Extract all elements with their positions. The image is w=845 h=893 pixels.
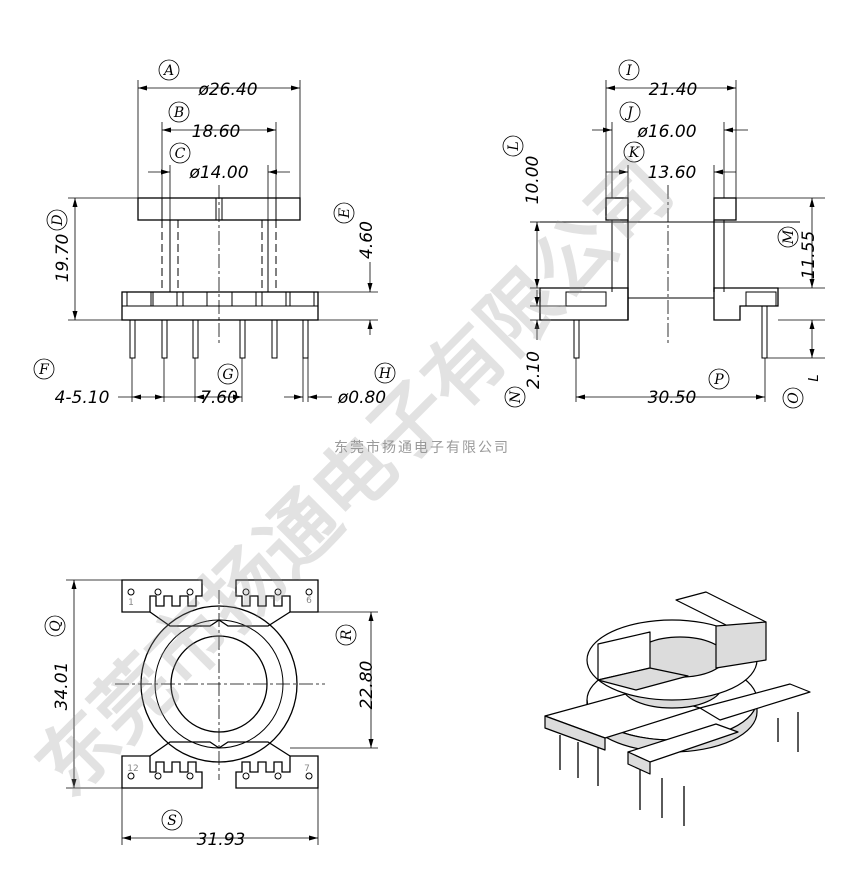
letter-a: A bbox=[162, 63, 174, 79]
dim-s: 31.93 bbox=[197, 830, 246, 850]
isometric-view bbox=[544, 591, 811, 826]
letter-d: D bbox=[50, 214, 66, 226]
dim-c: ø14.00 bbox=[188, 163, 248, 183]
dim-n: 2.10 bbox=[524, 351, 544, 389]
pin-label-6: 6 bbox=[306, 596, 312, 606]
pin-label-7: 7 bbox=[304, 764, 310, 774]
front-view: A ø26.40 B 18.60 C ø14.00 D 19.70 bbox=[33, 59, 396, 408]
letter-r: R bbox=[339, 629, 355, 641]
letter-l: L bbox=[506, 141, 522, 151]
letter-c: C bbox=[175, 146, 186, 162]
letter-b: B bbox=[173, 105, 184, 121]
dim-o: L bbox=[807, 374, 822, 381]
letter-s: S bbox=[167, 813, 177, 829]
letter-f: F bbox=[38, 362, 50, 378]
dim-p: 30.50 bbox=[648, 388, 697, 408]
letter-h: H bbox=[378, 366, 392, 382]
letter-o: O bbox=[786, 392, 802, 404]
letter-k: K bbox=[628, 145, 641, 161]
dim-j: ø16.00 bbox=[636, 122, 696, 142]
letter-p: P bbox=[713, 372, 724, 388]
dim-d: 19.70 bbox=[53, 234, 73, 283]
dim-i: 21.40 bbox=[649, 80, 698, 100]
pin-label-12: 12 bbox=[127, 764, 138, 774]
dim-e: 4.60 bbox=[357, 221, 377, 259]
dim-b: 18.60 bbox=[192, 122, 241, 142]
dim-h: ø0.80 bbox=[337, 388, 386, 408]
dim-q: 34.01 bbox=[52, 662, 72, 711]
letter-e: E bbox=[337, 208, 353, 219]
letter-i: I bbox=[625, 63, 632, 79]
letter-j: J bbox=[624, 105, 634, 121]
dim-m: 11.55 bbox=[799, 231, 819, 280]
dim-f: 4-5.10 bbox=[55, 388, 110, 408]
dim-g: 7.60 bbox=[200, 388, 238, 408]
dim-a: ø26.40 bbox=[197, 80, 257, 100]
letter-n: N bbox=[508, 390, 524, 404]
dim-k: 13.60 bbox=[648, 163, 697, 183]
bottom-view: 1 6 12 7 Q 34.01 R 22.80 S 31.93 bbox=[44, 579, 378, 850]
company-caption: 东莞市扬通电子有限公司 bbox=[334, 439, 510, 456]
dim-r: 22.80 bbox=[357, 661, 377, 710]
letter-q: Q bbox=[48, 620, 64, 632]
dim-l: 10.00 bbox=[523, 156, 543, 205]
letter-g: G bbox=[222, 367, 233, 383]
side-view: I 21.40 J ø16.00 K 13.60 L 10.00 bbox=[502, 59, 825, 409]
pin-label-1: 1 bbox=[128, 598, 134, 608]
letter-m: M bbox=[781, 229, 797, 245]
